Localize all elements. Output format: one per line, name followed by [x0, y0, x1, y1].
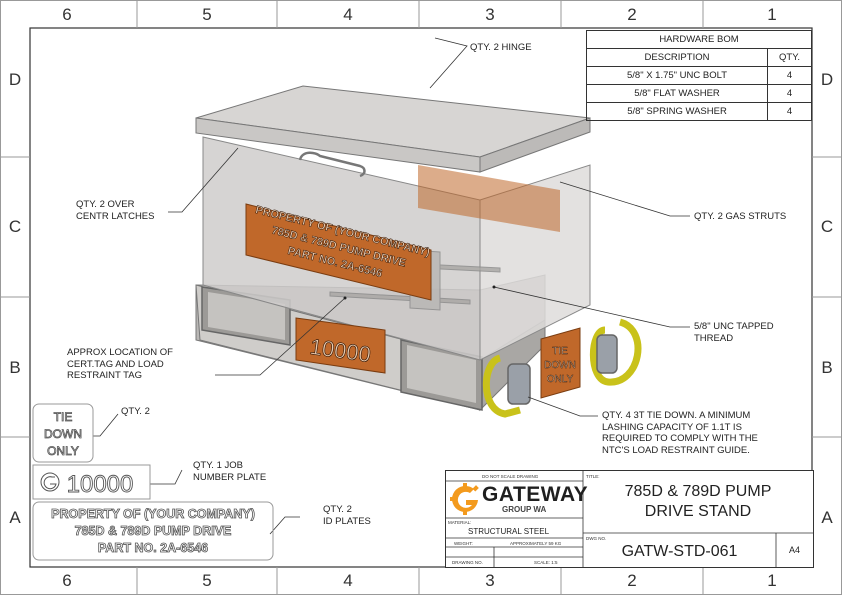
- lid: [195, 85, 591, 173]
- callout-gas-struts: QTY. 2 GAS STRUTS: [694, 211, 787, 222]
- callout-tapped-thread: 5/8" UNC TAPPED THREAD: [694, 321, 774, 344]
- id-plate-detail-1: PROPERTY OF (YOUR COMPANY): [51, 507, 255, 521]
- drawing-no-label: DRAWING NO.: [452, 560, 483, 565]
- bom-row: 5/8" X 1.75" UNC BOLT 4: [586, 66, 812, 85]
- zone-col-top-6: 6: [62, 5, 72, 24]
- zone-row-left-c: C: [8, 217, 22, 236]
- dwg-no-label: DWG NO.: [586, 536, 607, 541]
- callout-job-plate-qty: QTY. 1 JOB NUMBER PLATE: [193, 460, 267, 483]
- tie-down-detail-1: TIE: [54, 410, 73, 424]
- zone-row-left-a: A: [9, 508, 21, 527]
- zone-col-top-1: 1: [767, 5, 777, 24]
- frame-tie-down-3: ONLY: [547, 374, 574, 385]
- tie-down-detail-2: DOWN: [44, 427, 82, 441]
- front-id-plate: [245, 203, 432, 301]
- bom-row-description: 5/8" SPRING WASHER: [586, 102, 768, 121]
- leader-lines: [93, 37, 690, 535]
- material-label: MATERIAL:: [448, 520, 472, 525]
- tie-downs: [482, 318, 642, 418]
- callout-hinge: QTY. 2 HINGE: [470, 42, 532, 53]
- tie-down-detail-3: ONLY: [47, 444, 79, 458]
- zone-row-right-b: B: [821, 358, 833, 377]
- zone-col-bottom-4: 4: [343, 571, 353, 590]
- zone-col-top-2: 2: [627, 5, 637, 24]
- zone-col-top-5: 5: [202, 5, 212, 24]
- dwg-no-value: GATW-STD-061: [621, 543, 738, 560]
- bom-row: 5/8" SPRING WASHER 4: [586, 102, 812, 121]
- callout-tie-down: QTY. 4 3T TIE DOWN. A MINIMUM LASHING CA…: [602, 410, 758, 456]
- job-plate-on-frame: [295, 317, 386, 374]
- material-value: STRUCTURAL STEEL: [468, 527, 550, 536]
- id-plate-detail: PROPERTY OF (YOUR COMPANY) 785D & 789D P…: [32, 501, 274, 561]
- bom-row-qty: 4: [767, 102, 812, 121]
- frame-tie-down-1: TIE: [552, 346, 568, 357]
- job-plate-detail-number: 10000: [67, 471, 134, 498]
- gateway-logo-icon: [450, 483, 479, 515]
- zone-row-right-c: C: [820, 217, 834, 236]
- company-name: GATEWAY: [482, 483, 589, 506]
- zone-col-top-4: 4: [343, 5, 353, 24]
- frame-tie-down-2: DOWN: [544, 360, 576, 371]
- id-plate-detail-2: 785D & 789D PUMP DRIVE: [75, 524, 232, 538]
- zone-row-left-d: D: [8, 70, 22, 89]
- callout-latches: QTY. 2 OVER CENTR LATCHES: [76, 199, 155, 222]
- weight-value: APPROXIMATELY 59 KG: [510, 541, 562, 546]
- tie-down-plate-detail: TIE DOWN ONLY: [32, 403, 94, 463]
- title-label: TITLE:: [586, 474, 600, 479]
- hardware-bom-table: HARDWARE BOM DESCRIPTION QTY. 5/8" X 1.7…: [586, 30, 812, 121]
- do-not-scale-label: DO NOT SCALE DRAWING: [482, 474, 539, 479]
- zone-col-bottom-5: 5: [202, 571, 212, 590]
- zone-row-right-a: A: [821, 508, 833, 527]
- zone-col-top-3: 3: [485, 5, 495, 24]
- rear-id-plate: [418, 165, 560, 232]
- sheet-size: A4: [788, 545, 800, 555]
- callout-cert-tag: APPROX LOCATION OF CERT.TAG AND LOAD RES…: [67, 347, 173, 381]
- callout-id-plate-qty: QTY. 2 ID PLATES: [323, 504, 371, 527]
- zone-row-left-b: B: [9, 358, 21, 377]
- bom-row: 5/8" FLAT WASHER 4: [586, 84, 812, 103]
- zone-col-bottom-3: 3: [485, 571, 495, 590]
- company-subname: GROUP WA: [502, 505, 547, 514]
- zone-col-bottom-2: 2: [627, 571, 637, 590]
- id-plate-detail-3: PART NO. 2A-6546: [98, 541, 208, 555]
- drawing-title-line-2: DRIVE STAND: [644, 503, 752, 520]
- title-block-grid: [446, 471, 813, 567]
- tie-down-plate-on-frame: [540, 327, 581, 399]
- zone-col-bottom-6: 6: [62, 571, 72, 590]
- title-block: DO NOT SCALE DRAWING GATEWAY GROUP WA MA…: [445, 470, 814, 568]
- lid-handle: [298, 151, 366, 178]
- scale-label: SCALE: 1:5: [534, 560, 558, 565]
- drawing-title-line-1: 785D & 789D PUMP: [624, 483, 772, 500]
- job-plate-detail: 10000: [32, 464, 151, 500]
- callout-tie-down-plate-qty: QTY. 2: [121, 406, 150, 417]
- weight-label: WEIGHT:: [454, 541, 473, 546]
- zone-col-bottom-1: 1: [767, 571, 777, 590]
- zone-row-right-d: D: [820, 70, 834, 89]
